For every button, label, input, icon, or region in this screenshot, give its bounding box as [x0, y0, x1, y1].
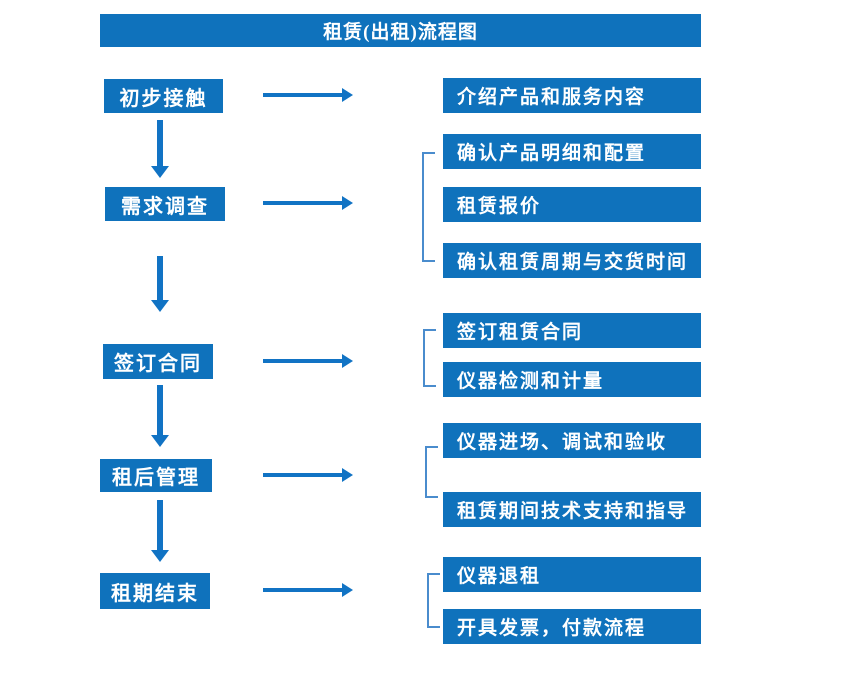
detail-box-introduce-products: 介绍产品和服务内容 [443, 78, 701, 113]
detail-box-sign-rental-contract: 签订租赁合同 [443, 313, 701, 348]
group-bracket [422, 152, 435, 262]
detail-box-invoice-payment: 开具发票，付款流程 [443, 609, 701, 644]
detail-box-confirm-period: 确认租赁周期与交货时间 [443, 243, 701, 278]
arrow-down-icon [151, 256, 169, 312]
arrow-right-icon [263, 196, 353, 210]
arrow-right-icon [263, 583, 353, 597]
arrow-down-icon [151, 385, 169, 447]
group-bracket [427, 573, 440, 628]
group-bracket [425, 446, 438, 498]
arrow-right-icon [263, 354, 353, 368]
detail-box-rental-quote: 租赁报价 [443, 187, 701, 222]
step-box-demand-survey: 需求调查 [105, 187, 225, 221]
detail-box-instrument-testing: 仪器检测和计量 [443, 362, 701, 397]
arrow-down-icon [151, 120, 169, 178]
flowchart-title: 租赁(出租)流程图 [100, 14, 701, 47]
step-box-rental-end: 租期结束 [100, 573, 210, 609]
detail-box-confirm-details: 确认产品明细和配置 [443, 134, 701, 169]
arrow-right-icon [263, 468, 353, 482]
arrow-down-icon [151, 500, 169, 562]
step-box-initial-contact: 初步接触 [104, 79, 223, 113]
step-box-sign-contract: 签订合同 [103, 344, 213, 379]
detail-box-instrument-setup: 仪器进场、调试和验收 [443, 423, 701, 458]
arrow-right-icon [263, 88, 353, 102]
detail-box-technical-support: 租赁期间技术支持和指导 [443, 492, 701, 527]
detail-box-instrument-return: 仪器退租 [443, 557, 701, 592]
step-box-post-rental-management: 租后管理 [100, 459, 212, 492]
group-bracket [423, 329, 436, 387]
